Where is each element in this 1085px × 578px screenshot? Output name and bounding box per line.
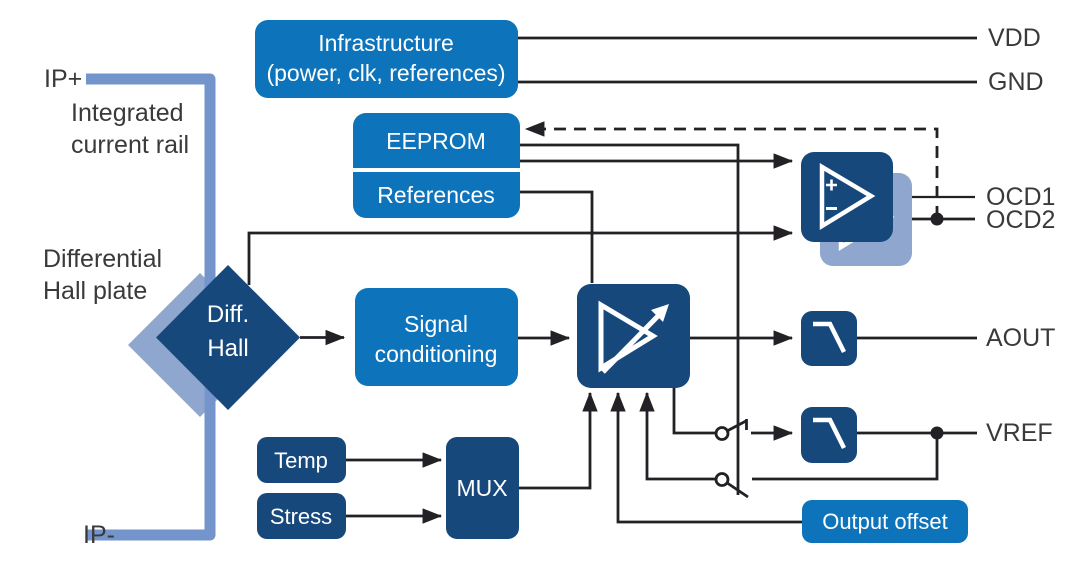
mux-label: MUX — [456, 475, 507, 501]
switch2-pole-icon — [714, 472, 730, 487]
current-rail-label-line2: current rail — [71, 131, 189, 159]
infrastructure-label-line1: Infrastructure — [318, 30, 454, 56]
eeprom-to-switch-wire — [520, 143, 740, 495]
switch2 — [714, 472, 749, 499]
stress-label: Stress — [270, 504, 332, 529]
eeprom-label: EEPROM — [386, 128, 486, 154]
infrastructure-block: Infrastructure (power, clk, references) — [255, 20, 518, 98]
gnd-pin-label: GND — [988, 68, 1044, 96]
hall-to-comparator-wire — [247, 225, 794, 285]
temp-block: Temp — [257, 437, 346, 483]
mux-block: MUX — [446, 437, 519, 539]
comparator-icon — [819, 163, 876, 231]
vdd-pin-label: VDD — [988, 24, 1041, 52]
current-rail-label-line1: Integrated — [71, 99, 184, 127]
switch2-to-amp-wire — [639, 391, 716, 481]
low-pass-filter-icon — [813, 321, 847, 354]
variable-gain-amplifier-icon — [598, 300, 669, 374]
switch1-pole-icon — [714, 426, 730, 441]
diff-hall-label-line2: Hall — [207, 335, 248, 362]
amplifier-block — [577, 284, 690, 388]
eeprom-references-block: EEPROM References — [353, 113, 520, 218]
stress-block: Stress — [257, 493, 346, 539]
infrastructure-label-line2: (power, clk, references) — [266, 60, 505, 86]
signal-label-line1: Signal — [404, 311, 468, 337]
temp-label: Temp — [274, 448, 328, 473]
references-to-amp-wire — [520, 190, 594, 283]
wires — [247, 36, 977, 524]
diff-hall-label-line1: Diff. — [207, 301, 249, 328]
vref-feedback-wire — [752, 433, 939, 481]
ip-plus-label: IP+ — [44, 65, 82, 93]
signal-label-line2: conditioning — [375, 341, 498, 367]
output-offset-label: Output offset — [822, 509, 948, 534]
switch1 — [714, 419, 748, 441]
ocd2-junction-dot — [930, 212, 944, 226]
ocd1-pin-label: OCD1 — [986, 183, 1055, 211]
offset-to-amp-wire — [610, 391, 802, 524]
ip-minus-label: IP- — [83, 521, 115, 549]
signal-conditioning-block: Signal conditioning — [355, 288, 518, 386]
eeprom-feedback-dashed-wire — [524, 121, 939, 218]
low-pass-filter-icon — [813, 417, 847, 450]
ocd2-pin-label: OCD2 — [986, 206, 1055, 234]
diff-hall-diamond — [156, 265, 300, 410]
hall-plate-label-line1: Differential — [43, 245, 162, 273]
output-offset-block: Output offset — [802, 500, 968, 543]
ocd-comparator-block — [801, 152, 912, 266]
hall-plate-label-line2: Hall plate — [43, 277, 147, 305]
vref-pin-label: VREF — [986, 419, 1053, 447]
vref-filter-block — [801, 407, 857, 463]
aout-filter-block — [801, 311, 857, 366]
references-label: References — [377, 182, 495, 208]
aout-pin-label: AOUT — [986, 324, 1055, 352]
mux-to-amp-wire — [519, 391, 598, 490]
vref-junction-dot — [930, 426, 944, 440]
amp-to-switch1-wire — [672, 388, 715, 435]
